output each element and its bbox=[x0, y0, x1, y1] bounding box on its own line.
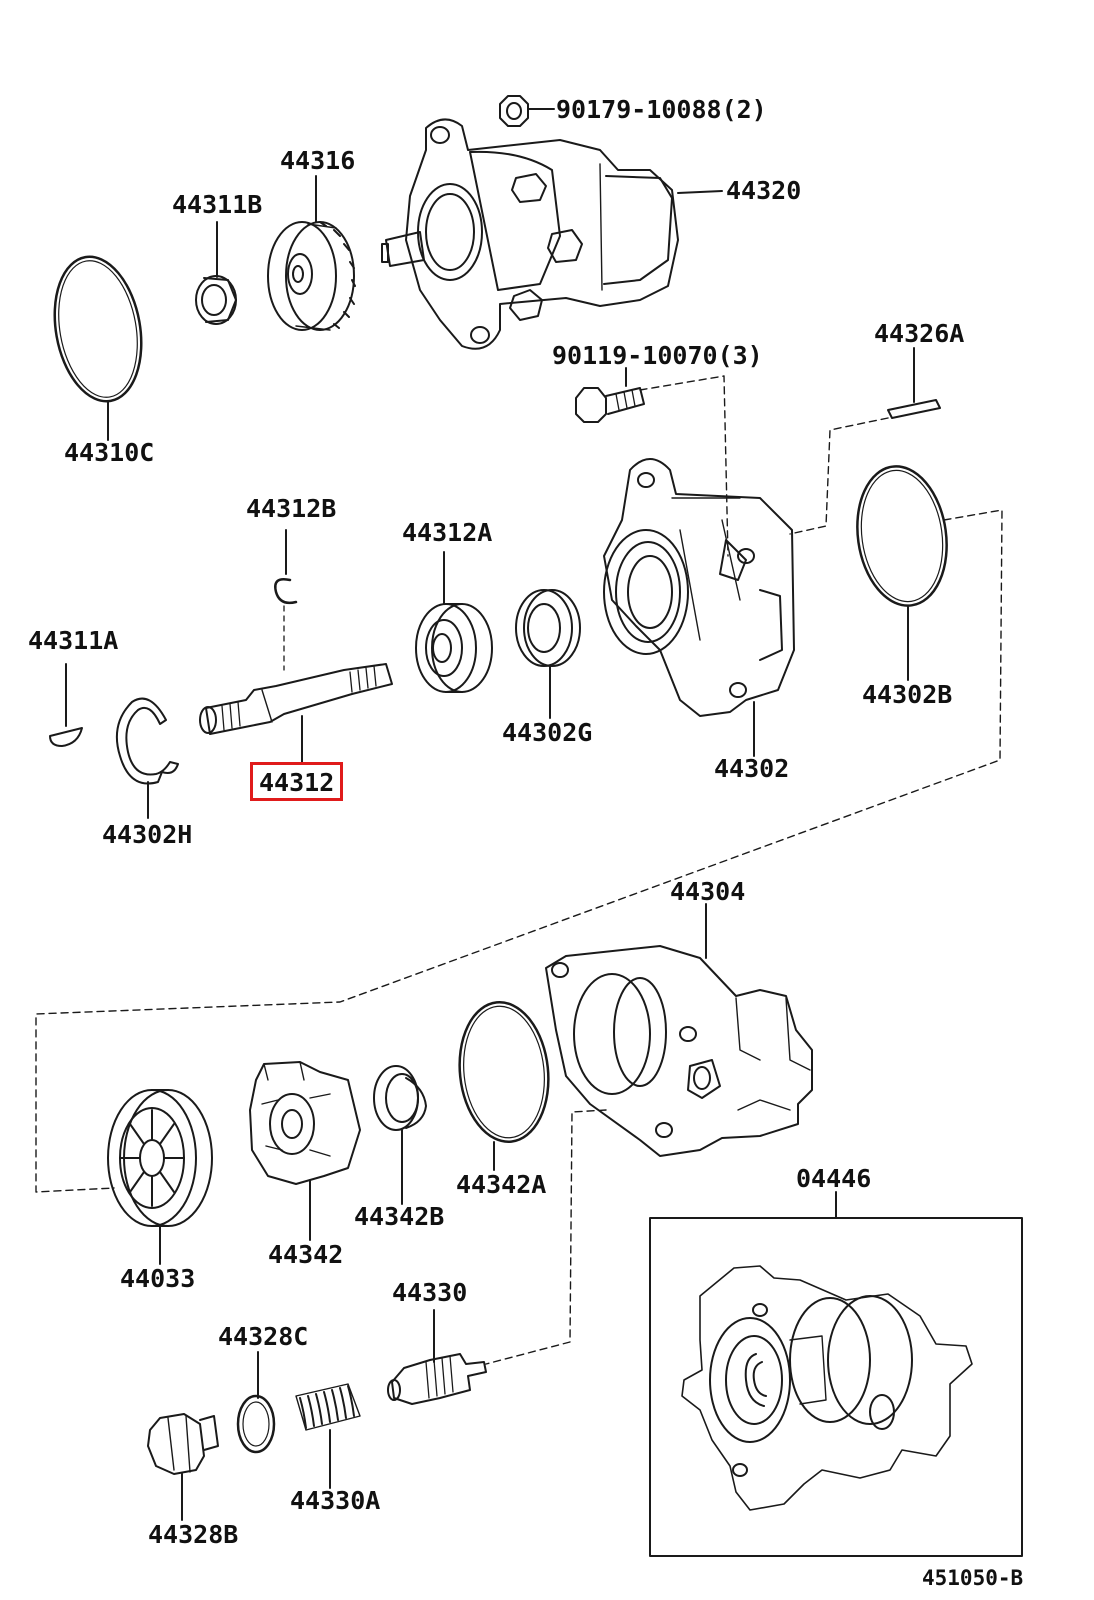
part-label-44302b[interactable]: 44302B bbox=[862, 680, 953, 709]
part-label-44302g[interactable]: 44302G bbox=[502, 718, 593, 747]
part-label-90119[interactable]: 90119-10070(3) bbox=[552, 341, 763, 370]
gasket-kit-frame bbox=[649, 1217, 1023, 1557]
plug-icon[interactable] bbox=[147, 1413, 219, 1475]
cam-ring-icon[interactable] bbox=[249, 1061, 361, 1185]
front-housing-icon[interactable] bbox=[603, 458, 795, 717]
drive-gear-icon[interactable] bbox=[267, 221, 356, 331]
part-label-44342b[interactable]: 44342B bbox=[354, 1202, 445, 1231]
bearing-icon[interactable] bbox=[415, 603, 493, 693]
snap-ring-icon[interactable] bbox=[116, 697, 179, 785]
part-label-44311b[interactable]: 44311B bbox=[172, 190, 263, 219]
rear-housing-icon[interactable] bbox=[545, 945, 813, 1157]
spring-icon[interactable] bbox=[295, 1383, 361, 1431]
o-ring-icon[interactable] bbox=[849, 461, 956, 612]
rotor-icon[interactable] bbox=[107, 1089, 213, 1227]
part-label-44312-highlighted[interactable]: 44312 bbox=[250, 762, 344, 801]
guide-line bbox=[485, 1109, 607, 1365]
bolt-icon[interactable] bbox=[499, 95, 529, 127]
guide-line bbox=[35, 375, 1003, 1193]
part-label-44312a[interactable]: 44312A bbox=[402, 518, 493, 547]
pump-assembly-icon[interactable] bbox=[381, 118, 679, 350]
spring-icon[interactable] bbox=[373, 1065, 427, 1131]
part-label-44302h[interactable]: 44302H bbox=[102, 820, 193, 849]
o-ring-icon[interactable] bbox=[44, 250, 152, 408]
gasket-kit-icon[interactable] bbox=[681, 1265, 973, 1511]
bolt-icon[interactable] bbox=[575, 387, 645, 423]
part-label-44310c[interactable]: 44310C bbox=[64, 438, 155, 467]
oil-seal-icon[interactable] bbox=[515, 589, 581, 667]
part-label-44316[interactable]: 44316 bbox=[280, 146, 356, 175]
part-label-44342a[interactable]: 44342A bbox=[456, 1170, 547, 1199]
shaft-icon[interactable] bbox=[199, 663, 393, 735]
part-label-90179[interactable]: 90179-10088(2) bbox=[556, 95, 767, 124]
pin-icon[interactable] bbox=[887, 399, 941, 419]
part-label-44312b[interactable]: 44312B bbox=[246, 494, 337, 523]
part-label-44304[interactable]: 44304 bbox=[670, 877, 746, 906]
leader-line bbox=[677, 190, 723, 194]
snap-ring-icon[interactable] bbox=[274, 578, 298, 605]
woodruff-key-icon[interactable] bbox=[49, 727, 83, 747]
diagram-reference-code: 451050-B bbox=[922, 1566, 1024, 1590]
o-ring-icon[interactable] bbox=[453, 998, 555, 1146]
flow-valve-icon[interactable] bbox=[387, 1353, 487, 1405]
part-label-44302[interactable]: 44302 bbox=[714, 754, 790, 783]
nut-icon[interactable] bbox=[195, 275, 237, 325]
part-label-44330a[interactable]: 44330A bbox=[290, 1486, 381, 1515]
part-label-44326a[interactable]: 44326A bbox=[874, 319, 965, 348]
part-label-44330[interactable]: 44330 bbox=[392, 1278, 468, 1307]
part-label-44311a[interactable]: 44311A bbox=[28, 626, 119, 655]
part-label-44342[interactable]: 44342 bbox=[268, 1240, 344, 1269]
part-label-44328c[interactable]: 44328C bbox=[218, 1322, 309, 1351]
part-label-44328b[interactable]: 44328B bbox=[148, 1520, 239, 1549]
part-label-44320[interactable]: 44320 bbox=[726, 176, 802, 205]
o-ring-icon[interactable] bbox=[236, 1394, 276, 1454]
part-label-44033[interactable]: 44033 bbox=[120, 1264, 196, 1293]
part-label-04446[interactable]: 04446 bbox=[796, 1164, 872, 1193]
